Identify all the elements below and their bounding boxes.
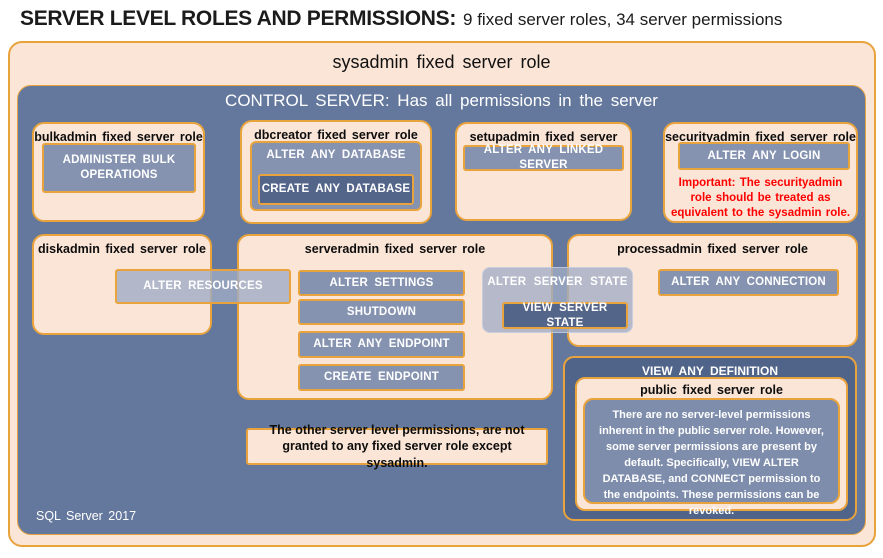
other-permissions-note: The other server level permissions, are …	[246, 423, 548, 470]
permission-alter-any-connection: ALTER ANY CONNECTION	[658, 269, 839, 296]
public-role-label: public fixed server role	[640, 383, 783, 397]
page-title: SERVER LEVEL ROLES AND PERMISSIONS: 9 fix…	[20, 7, 876, 31]
securityadmin-warning-text: Important: The securityadmin role should…	[670, 177, 851, 219]
diskadmin-role-label: diskadmin fixed server role	[38, 242, 206, 256]
page-title-subtitle: 9 fixed server roles, 34 server permissi…	[463, 10, 783, 29]
permission-view-server-state: VIEW SERVER STATE	[502, 302, 628, 329]
permission-alter-any-login: ALTER ANY LOGIN	[678, 142, 850, 170]
sql-server-version-label: SQL Server 2017	[36, 509, 137, 523]
control-server-label: CONTROL SERVER: Has all permissions in t…	[225, 91, 658, 110]
securityadmin-role-label: securityadmin fixed server role	[665, 130, 856, 144]
setupadmin-role-box: setupadmin fixed server role	[455, 122, 632, 221]
permission-shutdown: SHUTDOWN	[298, 299, 465, 325]
serveradmin-role-label: serveradmin fixed server role	[304, 242, 486, 256]
permission-create-any-database: CREATE ANY DATABASE	[258, 174, 414, 205]
sysadmin-role-label: sysadmin fixed server role	[332, 52, 551, 72]
permission-alter-any-linked-server: ALTER ANY LINKED SERVER	[463, 144, 624, 171]
view-any-definition-label: VIEW ANY DEFINITION	[641, 364, 778, 378]
page-title-main: SERVER LEVEL ROLES AND PERMISSIONS:	[20, 7, 457, 30]
permission-alter-resources: ALTER RESOURCES	[115, 269, 291, 304]
securityadmin-role-box: securityadmin fixed server role	[663, 122, 858, 223]
permission-alter-any-database-label: ALTER ANY DATABASE	[266, 149, 406, 161]
permission-alter-any-endpoint: ALTER ANY ENDPOINT	[298, 331, 465, 358]
permission-alter-settings: ALTER SETTINGS	[298, 270, 465, 296]
dbcreator-role-label: dbcreator fixed server role	[254, 128, 418, 142]
permission-administer-bulk-operations: ADMINISTER BULK OPERATIONS	[42, 143, 196, 193]
bulkadmin-role-label: bulkadmin fixed server role	[34, 130, 203, 144]
public-role-description: There are no server-level permissions in…	[583, 398, 840, 517]
permission-alter-server-state-label: ALTER SERVER STATE	[487, 276, 628, 288]
processadmin-role-label: processadmin fixed server role	[617, 242, 808, 256]
permission-create-endpoint: CREATE ENDPOINT	[298, 364, 465, 391]
